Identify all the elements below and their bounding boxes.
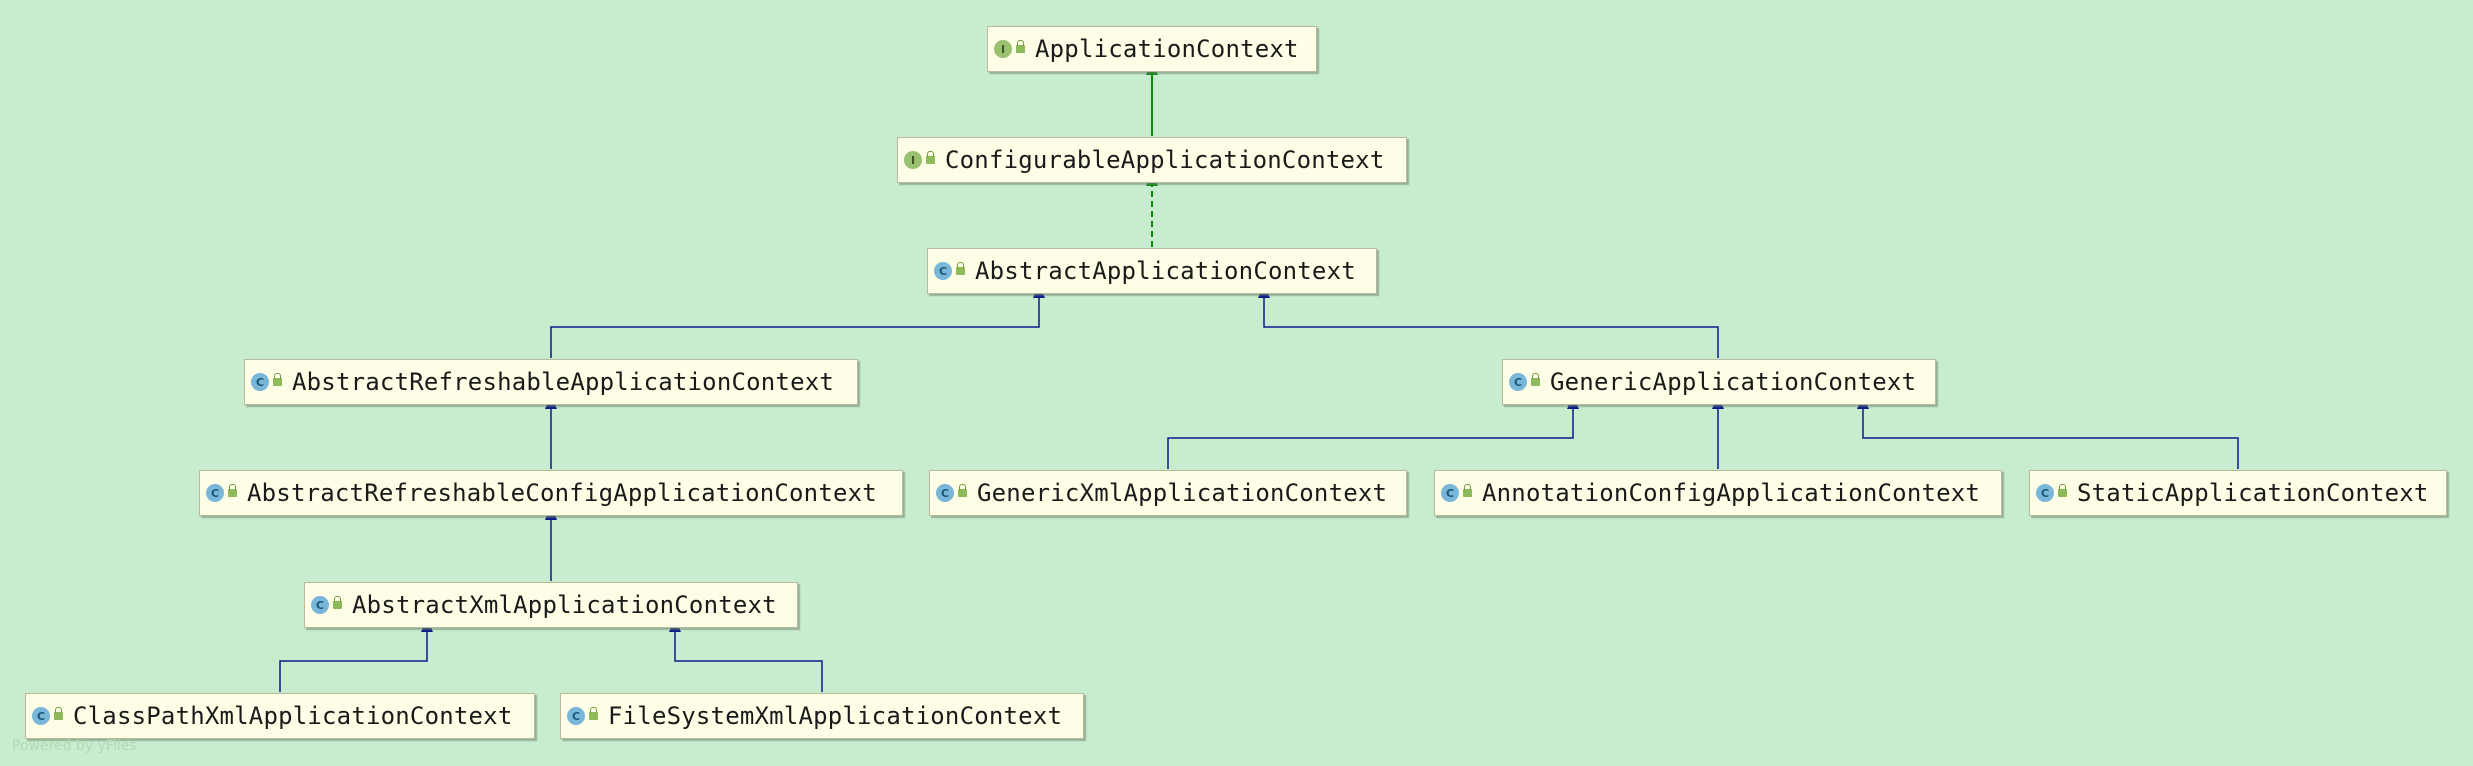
public-access-icon [333, 596, 342, 609]
class-icon: C [567, 707, 585, 725]
node-label: AbstractRefreshableConfigApplicationCont… [247, 479, 877, 507]
edge-n4-n2 [1258, 284, 1719, 358]
edge-n10-n9 [279, 618, 433, 692]
node-label: AbstractApplicationContext [975, 257, 1356, 285]
public-access-icon [956, 262, 965, 275]
node-label: ApplicationContext [1035, 35, 1299, 63]
node-abstract-refreshable-application-context[interactable]: C AbstractRefreshableApplicationContext [244, 359, 858, 405]
class-icon: C [1509, 373, 1527, 391]
abstract-class-icon: C [311, 596, 329, 614]
abstract-class-icon: C [934, 262, 952, 280]
public-access-icon [958, 484, 967, 497]
node-abstract-application-context[interactable]: C AbstractApplicationContext [927, 248, 1377, 294]
class-icon: C [936, 484, 954, 502]
node-label: ConfigurableApplicationContext [945, 146, 1385, 174]
class-icon: C [32, 707, 50, 725]
node-abstract-refreshable-config-application-context[interactable]: C AbstractRefreshableConfigApplicationCo… [199, 470, 903, 516]
node-label: ClassPathXmlApplicationContext [73, 702, 513, 730]
public-access-icon [54, 707, 63, 720]
node-annotation-config-application-context[interactable]: C AnnotationConfigApplicationContext [1434, 470, 2002, 516]
node-generic-xml-application-context[interactable]: C GenericXmlApplicationContext [929, 470, 1407, 516]
node-class-path-xml-application-context[interactable]: C ClassPathXmlApplicationContext [25, 693, 535, 739]
node-configurable-application-context[interactable]: I ConfigurableApplicationContext [897, 137, 1407, 183]
node-label: AbstractRefreshableApplicationContext [292, 368, 835, 396]
node-generic-application-context[interactable]: C GenericApplicationContext [1502, 359, 1936, 405]
node-file-system-xml-application-context[interactable]: C FileSystemXmlApplicationContext [560, 693, 1084, 739]
interface-icon: I [904, 151, 922, 169]
class-icon: C [2036, 484, 2054, 502]
edge-n8-n4 [1857, 395, 2239, 469]
edge-n11-n9 [669, 618, 823, 692]
node-label: GenericApplicationContext [1550, 368, 1917, 396]
node-label: GenericXmlApplicationContext [977, 479, 1388, 507]
class-icon: C [1441, 484, 1459, 502]
public-access-icon [589, 707, 598, 720]
node-abstract-xml-application-context[interactable]: C AbstractXmlApplicationContext [304, 582, 798, 628]
node-application-context[interactable]: I ApplicationContext [987, 26, 1317, 72]
node-label: FileSystemXmlApplicationContext [608, 702, 1063, 730]
public-access-icon [228, 484, 237, 497]
node-static-application-context[interactable]: C StaticApplicationContext [2029, 470, 2447, 516]
abstract-class-icon: C [206, 484, 224, 502]
edge-n6-n4 [1167, 395, 1579, 469]
abstract-class-icon: C [251, 373, 269, 391]
public-access-icon [273, 373, 282, 386]
node-label: AbstractXmlApplicationContext [352, 591, 777, 619]
public-access-icon [1531, 373, 1540, 386]
public-access-icon [1463, 484, 1472, 497]
interface-icon: I [994, 40, 1012, 58]
node-label: StaticApplicationContext [2077, 479, 2429, 507]
watermark: Powered by yFiles [12, 738, 137, 754]
public-access-icon [926, 151, 935, 164]
public-access-icon [2058, 484, 2067, 497]
node-label: AnnotationConfigApplicationContext [1482, 479, 1981, 507]
public-access-icon [1016, 40, 1025, 53]
edge-n3-n2 [550, 284, 1045, 358]
